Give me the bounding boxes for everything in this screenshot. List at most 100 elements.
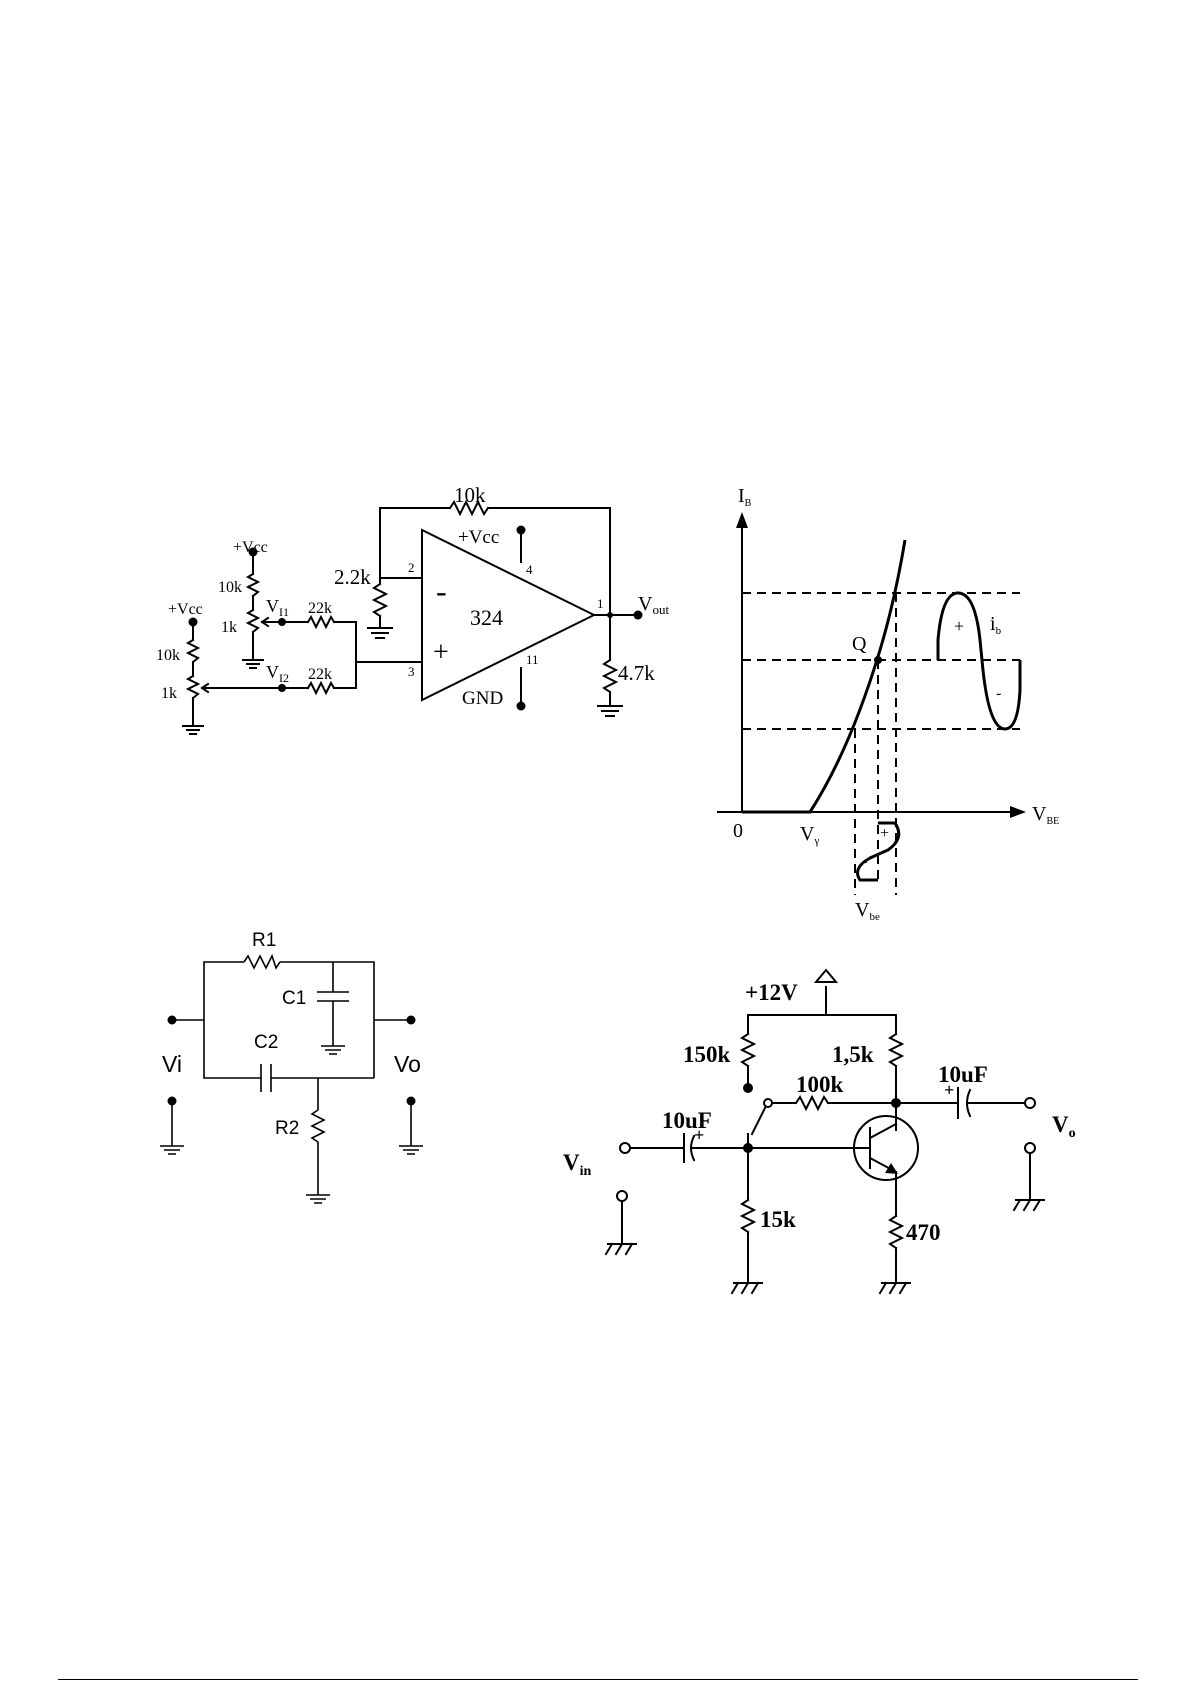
characteristic-curve [742,540,905,812]
r1-resistor [244,956,280,968]
vin-terminal [620,1143,630,1153]
gnd-label: GND [462,688,503,709]
opamp-minus-sign: - [436,573,447,609]
switch-pivot [764,1099,772,1107]
c1-capacitor [317,992,349,1001]
ground-symbol [606,1244,636,1254]
vgamma-label: V [800,823,815,845]
pin1-label: 1 [597,596,604,611]
lower-pot-label: 1k [161,685,177,702]
y-axis-arrow [736,512,748,528]
input-resistor-2-label: 22k [308,666,332,683]
rc-network: R1 C1 C2 R2 Vi Vo [160,930,423,1203]
vo-terminal [407,1016,416,1025]
r1-5k-label: 1,5k [832,1042,874,1067]
x-axis-label: V [1032,803,1047,825]
vcc-label-lower: +Vcc [168,601,203,618]
upper-10k-label: 10k [218,579,242,596]
lower-potentiometer [188,676,198,698]
ground-symbol [368,628,392,638]
vbe-label: V [855,899,870,921]
input-resistor-1 [308,617,334,627]
output-capacitor-label: 10uF [938,1062,988,1087]
svg-text:Vo: Vo [1052,1112,1076,1141]
pin3-label: 3 [408,664,415,679]
r15k-resistor [742,1200,754,1232]
vbe-subscript: be [869,911,880,923]
lower-10k-resistor [188,640,198,662]
lower-10k-label: 10k [156,647,180,664]
upper-potentiometer [248,610,258,632]
switch-blade [752,1108,765,1134]
ib-sinewave [938,593,1020,729]
opamp-triangle [422,530,594,700]
input-resistor-1-label: 22k [308,600,332,617]
ground-symbol [183,726,203,734]
svg-text:VI2: VI2 [266,662,289,685]
y-axis-subscript: B [745,498,752,509]
pin2-label: 2 [408,560,415,575]
vin-label: V [563,1150,580,1175]
output-node [607,612,613,618]
vin-subscript: in [580,1164,592,1179]
load-resistor [604,660,616,692]
ground-symbol [321,1046,345,1054]
switch-contact [743,1083,753,1093]
gnd-terminal [517,702,526,711]
ib-plus-sign: + [954,616,964,636]
ground-symbol [598,706,622,716]
ground-symbol [732,1283,762,1293]
r100k-label: 100k [796,1072,844,1097]
transfer-characteristic-graph: IB VBE 0 Vγ Q + - ib + - Vbe [718,485,1059,923]
ground-symbol [243,660,263,668]
ground-symbol [1014,1200,1044,1210]
input-capacitor-label: 10uF [662,1108,712,1133]
vbe-plus-sign: + [880,825,889,842]
vo-subscript: o [1069,1126,1076,1141]
r1-label: R1 [252,930,276,951]
pin11-label: 11 [526,652,539,667]
ground-symbol [306,1195,330,1203]
vo-terminal [1025,1098,1035,1108]
origin-label: 0 [733,820,743,842]
svg-text:VI1: VI1 [266,596,289,619]
opamp-circuit: 10k - + 324 2 2.2k 3 4 +Vcc 11 GND 1 Vou… [156,483,669,734]
ground-symbol [399,1146,423,1154]
svg-text:Vbe: Vbe [855,899,880,923]
r15k-label: 15k [760,1207,796,1232]
vin-ground-terminal [617,1191,627,1201]
x-axis-arrow [1010,806,1026,818]
r470-label: 470 [906,1220,941,1245]
bjt-amplifier: +12V 150k 100k 1,5k + 10uF Vo [563,970,1076,1293]
x-axis-subscript: BE [1046,816,1059,827]
vout-subscript: out [652,602,669,617]
vo-label: V [1052,1112,1069,1137]
r2-label: R2 [275,1118,299,1139]
vcc-terminal [517,526,526,535]
c1-label: C1 [282,988,306,1009]
r150k-resistor [742,1034,754,1066]
vcc-label: +Vcc [458,527,499,548]
load-resistor-label: 4.7k [618,661,655,685]
c2-label: C2 [254,1032,278,1053]
svg-text:VBE: VBE [1032,803,1059,827]
svg-text:Vin: Vin [563,1150,592,1179]
y-axis-label: I [738,485,745,507]
ib-subscript: b [996,625,1002,637]
vgamma-subscript: γ [813,835,819,847]
r470-resistor [890,1216,902,1248]
upper-pot-label: 1k [221,619,237,636]
r2-resistor [312,1110,324,1142]
opamp-plus-sign: + [433,637,449,668]
input-resistor-2 [308,683,334,693]
r100k-resistor [796,1097,828,1109]
svg-text:ib: ib [990,613,1002,637]
ib-minus-sign: - [996,685,1001,702]
c2-capacitor [261,1064,271,1092]
r150k-label: 150k [683,1042,731,1067]
vout-label: V [638,593,653,615]
vbe-minus-sign: - [862,853,867,870]
svg-text:Vγ: Vγ [800,823,819,847]
svg-text:IB: IB [738,485,752,509]
pin4-label: 4 [526,562,533,577]
